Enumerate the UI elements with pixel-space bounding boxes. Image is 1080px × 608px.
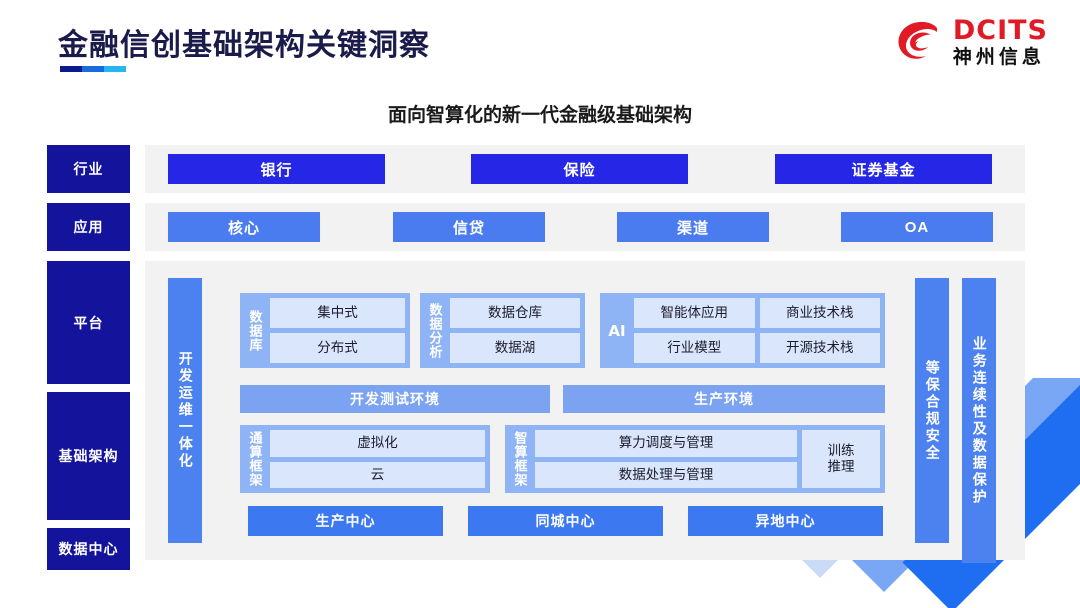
layer-rail-datacenter: 数据中心 (47, 528, 130, 570)
layer-rail-application: 应用 (47, 203, 130, 251)
cell-data-warehouse[interactable]: 数据仓库 (450, 298, 580, 328)
cell-commercial-tech-stack[interactable]: 商业技术栈 (759, 298, 880, 328)
application-chip-credit[interactable]: 信贷 (393, 212, 545, 242)
cell-centralized[interactable]: 集中式 (270, 298, 405, 328)
cell-agent-application[interactable]: 智能体应用 (634, 298, 755, 328)
group-label-general-compute-framework: 通算框架 (247, 431, 263, 487)
platform-group-database: 数据库 集中式 分布式 (240, 293, 410, 368)
side-bar-business-continuity-data-protection[interactable]: 业务连续性及数据保护 (962, 278, 996, 563)
group-label-intelligent-compute-framework: 智算框架 (512, 431, 528, 487)
group-label-database: 数据库 (247, 309, 263, 352)
diagram-subtitle: 面向智算化的新一代金融级基础架构 (387, 105, 692, 126)
logo-wordmark: DCITS (952, 15, 1048, 46)
side-bar-compliance-security[interactable]: 等保合规安全 (915, 278, 949, 543)
application-chip-channel[interactable]: 渠道 (617, 212, 769, 242)
dcits-swirl-logo-icon (893, 16, 945, 68)
cell-cloud[interactable]: 云 (270, 461, 485, 488)
cell-training-inference[interactable]: 训练 推理 (802, 430, 880, 488)
industry-chip-insurance[interactable]: 保险 (471, 154, 688, 184)
cell-virtualization[interactable]: 虚拟化 (270, 430, 485, 457)
compute-group-general: 通算框架 虚拟化 云 (240, 425, 490, 493)
datacenter-chip-metro[interactable]: 同城中心 (468, 506, 663, 536)
slide-header: 金融信创基础架构关键洞察 DCITS 神州信息 (0, 0, 1080, 92)
layer-rail-platform: 平台 (47, 261, 130, 384)
brand-logo: DCITS 神州信息 (893, 16, 1048, 68)
datacenter-chip-production[interactable]: 生产中心 (248, 506, 443, 536)
industry-chip-banking[interactable]: 银行 (168, 154, 385, 184)
group-label-data-analysis: 数据分析 (427, 302, 443, 359)
cell-compute-scheduling-management[interactable]: 算力调度与管理 (535, 430, 797, 457)
industry-chip-securities-fund[interactable]: 证券基金 (775, 154, 992, 184)
platform-group-ai: AI 智能体应用 商业技术栈 行业模型 开源技术栈 (600, 293, 885, 368)
cell-opensource-tech-stack[interactable]: 开源技术栈 (759, 333, 880, 363)
layer-rail-industry: 行业 (47, 145, 130, 193)
logo-wordmark-cn: 神州信息 (952, 47, 1045, 68)
cell-data-lake[interactable]: 数据湖 (450, 333, 580, 363)
devops-vertical-bar[interactable]: 开发运维一体化 (168, 278, 202, 543)
page-title: 金融信创基础架构关键洞察 (58, 29, 430, 62)
environment-chip-production[interactable]: 生产环境 (563, 385, 885, 413)
platform-group-data-analysis: 数据分析 数据仓库 数据湖 (420, 293, 585, 368)
application-chip-oa[interactable]: OA (841, 212, 993, 242)
cell-distributed[interactable]: 分布式 (270, 333, 405, 363)
application-chip-core[interactable]: 核心 (168, 212, 320, 242)
cell-industry-model[interactable]: 行业模型 (634, 333, 755, 363)
group-label-ai: AI (608, 321, 626, 340)
cell-data-processing-management[interactable]: 数据处理与管理 (535, 461, 797, 488)
environment-chip-dev-test[interactable]: 开发测试环境 (240, 385, 550, 413)
title-underline-rule (60, 66, 126, 72)
compute-group-intelligent: 智算框架 算力调度与管理 数据处理与管理 训练 推理 (505, 425, 885, 493)
layer-rail-infrastructure: 基础架构 (47, 392, 130, 520)
datacenter-chip-remote[interactable]: 异地中心 (688, 506, 883, 536)
